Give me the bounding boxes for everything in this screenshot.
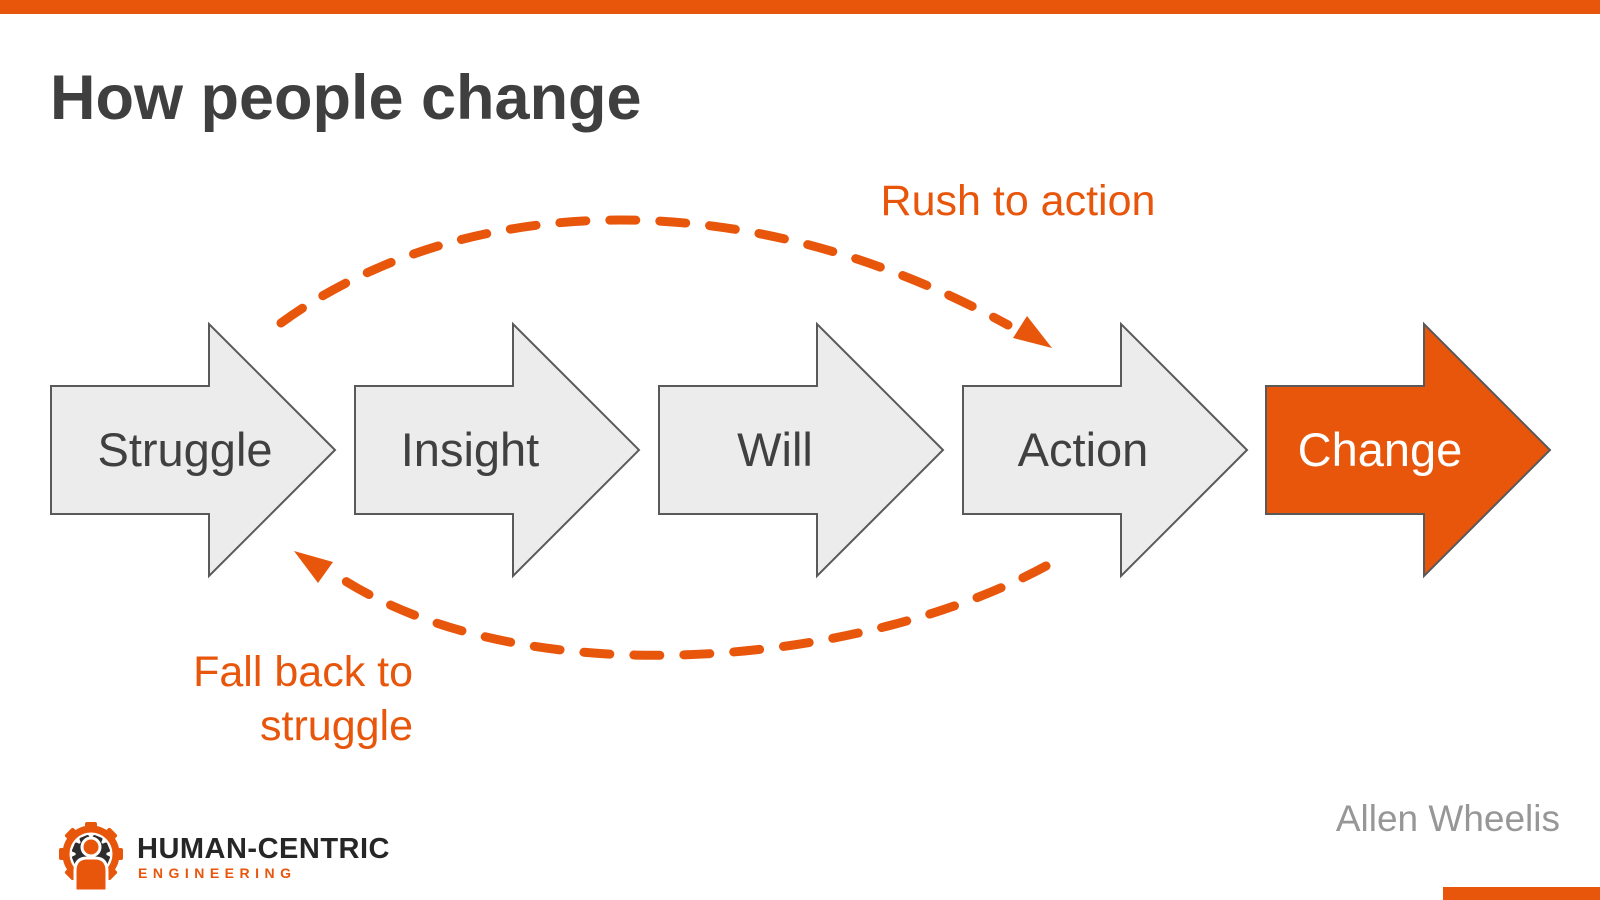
bottom-accent-bar (1443, 887, 1600, 900)
arrow-shape-will (658, 321, 945, 579)
rush-to-action-label: Rush to action (881, 177, 1156, 225)
process-arrow-labels: Struggle Insight Will Action Change (97, 423, 1462, 476)
logo-text-secondary: ENGINEERING (138, 865, 297, 881)
stage-label-insight: Insight (401, 423, 539, 476)
arrow-shape-insight (354, 321, 641, 579)
top-accent-bar (0, 0, 1600, 14)
company-logo: HUMAN-CENTRIC ENGINEERING (59, 822, 390, 893)
fall-back-arrowhead-icon (294, 551, 333, 583)
process-arrows (50, 321, 1552, 579)
fall-back-dashed-curve (328, 561, 1051, 660)
arrow-shape-change (1265, 321, 1552, 579)
fall-back-label-line2: struggle (260, 702, 413, 750)
stage-label-will: Will (737, 423, 813, 476)
arrow-shape-struggle (50, 321, 337, 579)
stage-label-struggle: Struggle (97, 423, 272, 476)
fall-back-label-line1: Fall back to (193, 648, 413, 696)
person-icon (73, 836, 109, 893)
page-title: How people change (50, 63, 642, 133)
attribution-text: Allen Wheelis (1336, 798, 1560, 839)
arrow-shape-action (962, 321, 1249, 579)
stage-label-change: Change (1298, 423, 1463, 476)
logo-text-primary: HUMAN-CENTRIC (137, 833, 390, 865)
rush-to-action-dashed-curve (276, 215, 1013, 330)
gear-icon (59, 822, 123, 893)
stage-label-action: Action (1018, 423, 1149, 476)
rush-to-action-arrowhead-icon (1013, 316, 1052, 348)
